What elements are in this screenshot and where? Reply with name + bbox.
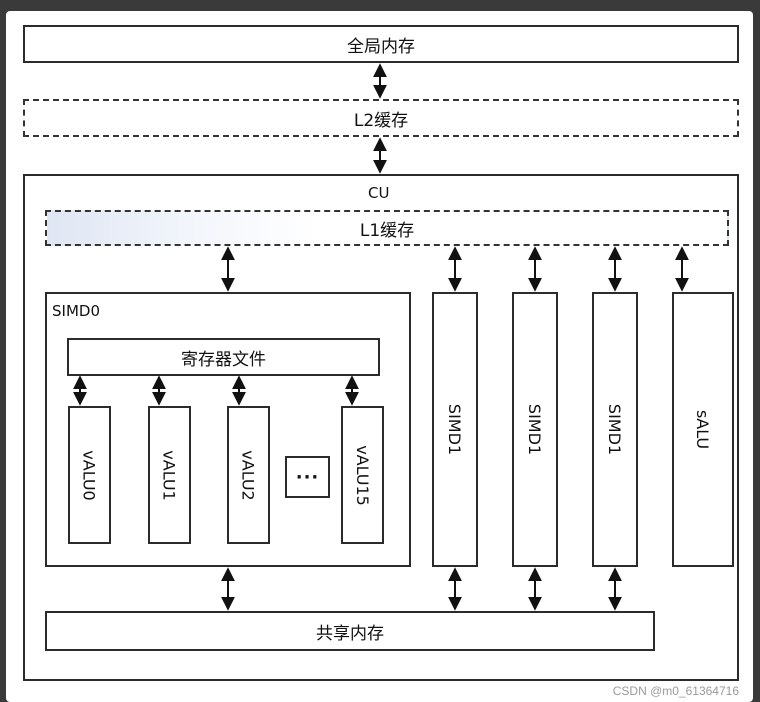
l2-cache-box: L2缓存	[23, 99, 739, 137]
simd1-unit-3-label: SIMD1	[605, 403, 625, 456]
ellipsis-label: ···	[295, 466, 320, 488]
global-memory-label: 全局内存	[347, 36, 415, 57]
watermark-text: CSDN @m0_61364716	[612, 684, 739, 698]
diagram-canvas: 全局内存 L2缓存 CU L1缓存 SIMD0 寄存器文件 vALU0 vALU…	[6, 11, 753, 702]
l1-cache-label: L1缓存	[359, 220, 415, 241]
simd1-unit-3-box: SIMD1	[592, 292, 638, 567]
shared-memory-label: 共享内存	[316, 623, 384, 644]
simd1-unit-1-box: SIMD1	[432, 292, 478, 567]
valu-15-label: vALU15	[353, 444, 373, 506]
simd1-unit-1-label: SIMD1	[445, 403, 465, 456]
simd0-label: SIMD0	[52, 302, 100, 320]
salu-label: sALU	[693, 409, 713, 450]
valu-1-label: vALU1	[160, 449, 180, 501]
shared-memory-box: 共享内存	[45, 611, 655, 651]
valu-0-label: vALU0	[80, 449, 100, 501]
simd1-unit-2-box: SIMD1	[512, 292, 558, 567]
valu-15-box: vALU15	[341, 406, 384, 544]
cu-label: CU	[368, 184, 390, 202]
ellipsis-box: ···	[285, 456, 330, 498]
simd1-unit-2-label: SIMD1	[525, 403, 545, 456]
valu-2-box: vALU2	[227, 406, 270, 544]
l2-cache-label: L2缓存	[353, 110, 409, 131]
valu-1-box: vALU1	[148, 406, 191, 544]
valu-2-label: vALU2	[239, 449, 259, 501]
l1-cache-box: L1缓存	[45, 210, 729, 246]
salu-box: sALU	[672, 292, 734, 567]
register-file-label: 寄存器文件	[181, 349, 266, 370]
valu-0-box: vALU0	[68, 406, 111, 544]
global-memory-box: 全局内存	[23, 25, 739, 63]
register-file-box: 寄存器文件	[67, 338, 380, 376]
